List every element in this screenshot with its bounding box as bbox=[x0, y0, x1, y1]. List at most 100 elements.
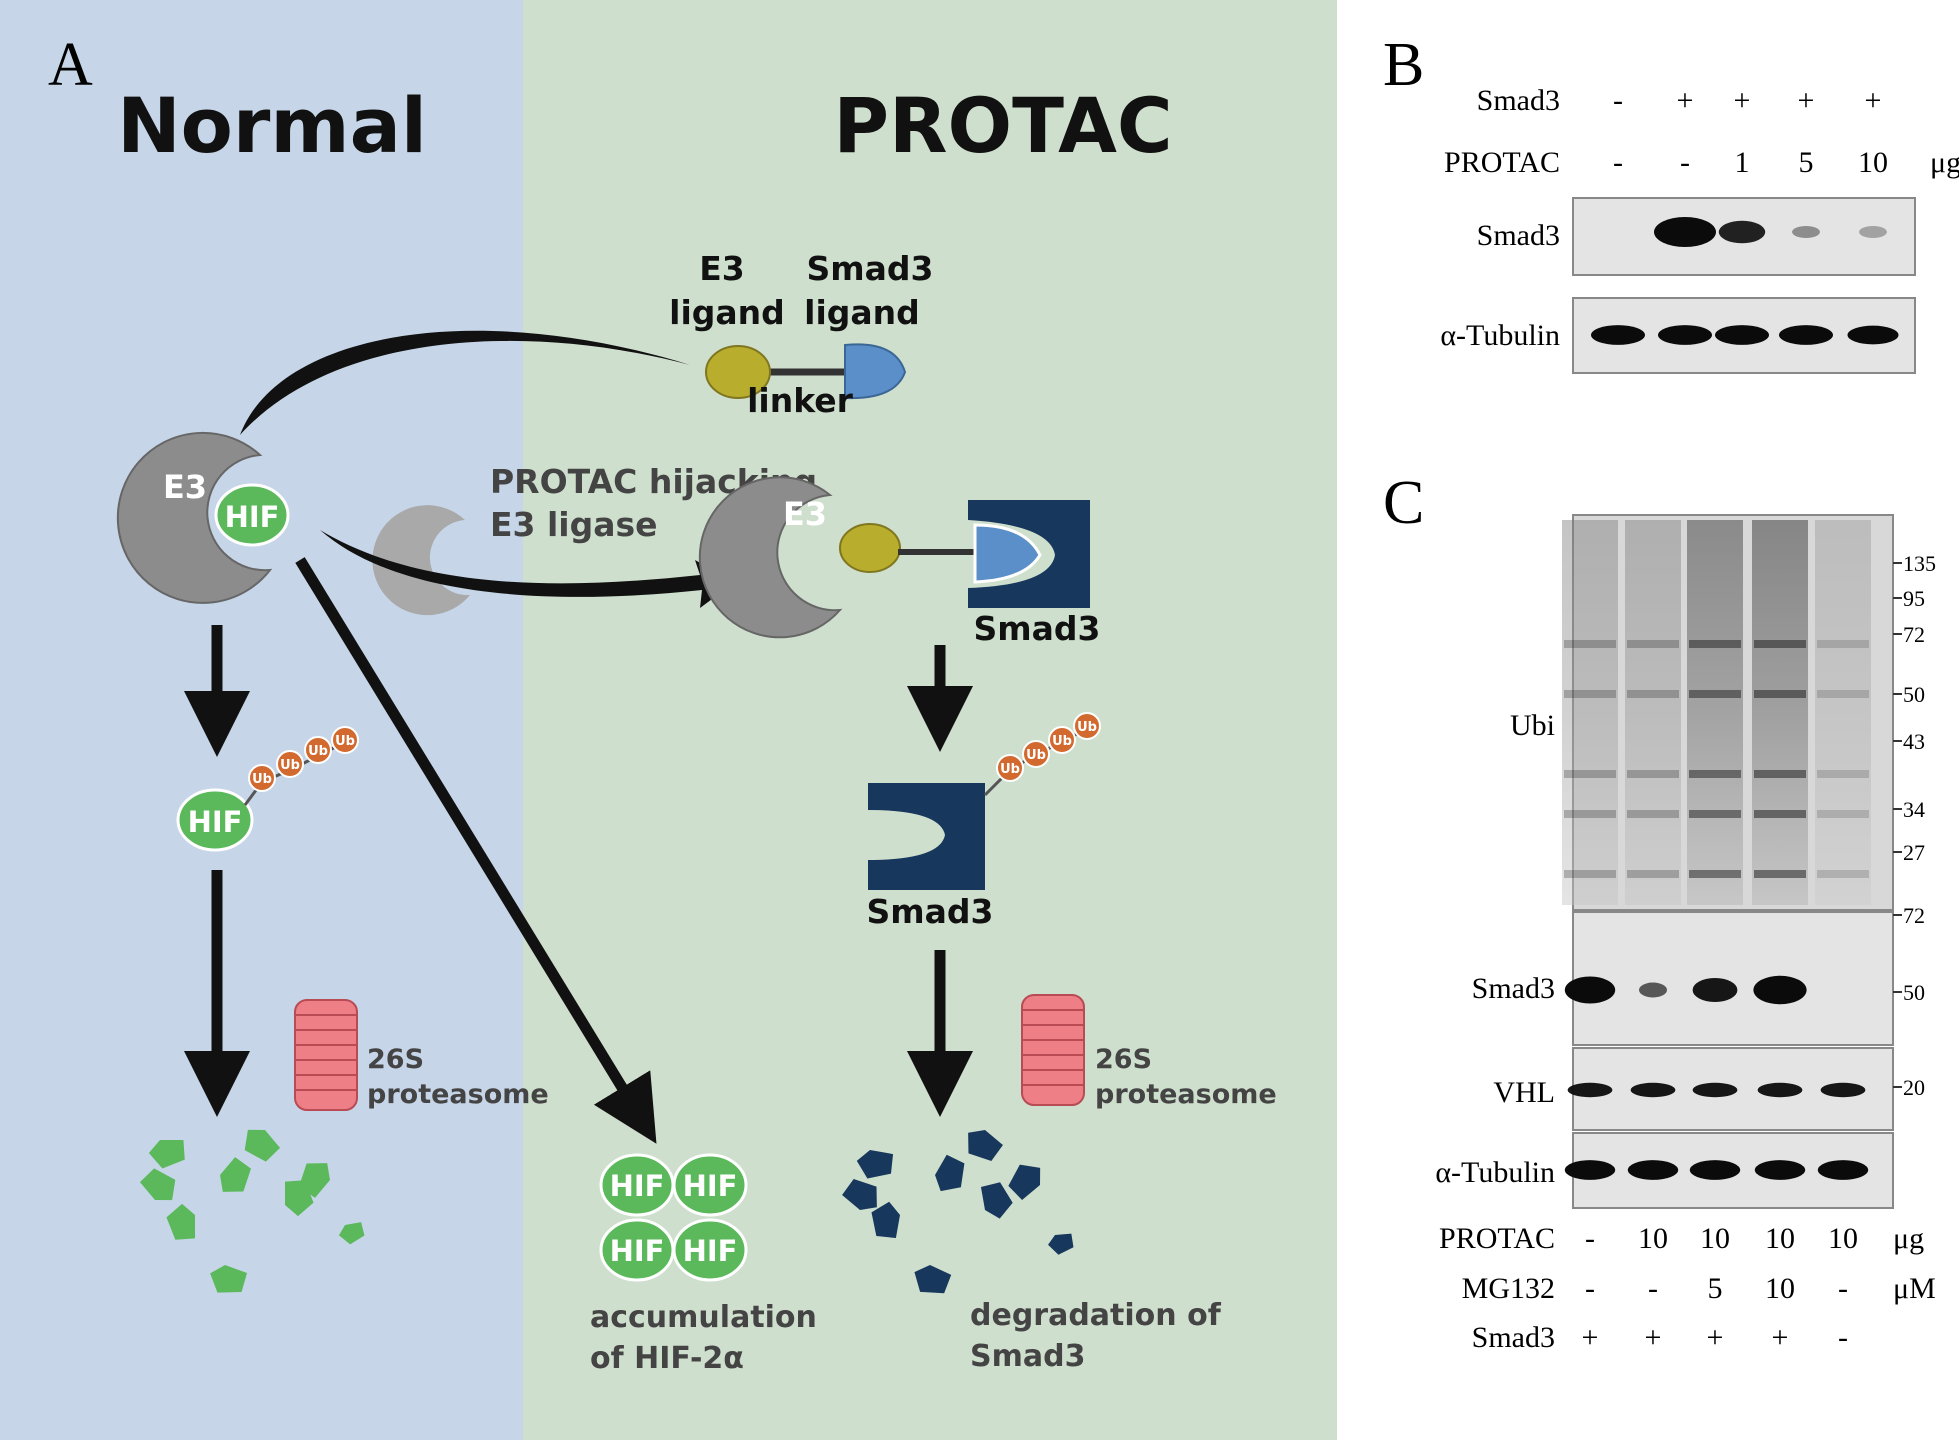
smad3-ligand-label-line1: Smad3 bbox=[806, 249, 933, 288]
ubi-band-lane-5-4 bbox=[1817, 810, 1869, 818]
normal-background bbox=[0, 0, 523, 1440]
c-cond-2-lane-4: + bbox=[1772, 1321, 1789, 1354]
proteasome-normal-line1: 26S bbox=[367, 1044, 424, 1075]
c-smad3-band-lane-3 bbox=[1692, 978, 1738, 1002]
ubi-marker-50: 50 bbox=[1903, 682, 1925, 707]
ubi-band-lane-1-2 bbox=[1564, 690, 1616, 698]
c-cond-0-lane-3: 10 bbox=[1700, 1222, 1730, 1255]
ubi-band-lane-5-5 bbox=[1817, 870, 1869, 878]
smad3-marker-50: 50 bbox=[1903, 980, 1925, 1005]
c-cond-1-lane-2: - bbox=[1648, 1272, 1658, 1305]
smad3-ubiquitinated bbox=[868, 783, 985, 890]
ubi-smear-lane-4 bbox=[1752, 520, 1808, 905]
ubi-marker-135: 135 bbox=[1903, 551, 1936, 576]
ubi-band-lane-4-1 bbox=[1754, 640, 1806, 648]
ubi-band-lane-2-4 bbox=[1627, 810, 1679, 818]
ubi-band-lane-4-2 bbox=[1754, 690, 1806, 698]
c-cond-0-lane-1: - bbox=[1585, 1222, 1595, 1255]
smad3-ligand-complex bbox=[973, 523, 1042, 584]
b-tubulin-band-lane-2 bbox=[1658, 325, 1712, 345]
b-cond-1-lane-3: 1 bbox=[1735, 146, 1750, 179]
c-cond-1-unit: μM bbox=[1893, 1272, 1936, 1305]
smad3-ligand-label-line2: ligand bbox=[804, 293, 920, 332]
ubi-marker-72: 72 bbox=[1903, 622, 1925, 647]
smad3-complex bbox=[968, 500, 1090, 608]
ubi-band-lane-2-1 bbox=[1627, 640, 1679, 648]
accumulation-arrow bbox=[295, 557, 657, 1144]
ub-bead-7 bbox=[1048, 726, 1076, 754]
b-cond-label-0: Smad3 bbox=[1477, 84, 1560, 117]
b-blot-tubulin-bands bbox=[1591, 325, 1899, 345]
ub-label-8: Ub bbox=[1077, 720, 1097, 735]
c-blot-tubulin-bands bbox=[1564, 1160, 1869, 1180]
c-cond-2-lane-3: + bbox=[1707, 1321, 1724, 1354]
c-cond-0-lane-5: 10 bbox=[1828, 1222, 1858, 1255]
panel-a-letter: A bbox=[48, 31, 93, 99]
c-blot-label-ubi: Ubi bbox=[1510, 709, 1555, 742]
e3-ligase-normal bbox=[116, 431, 273, 604]
ubi-band-lane-4-4 bbox=[1754, 810, 1806, 818]
b-cond-0-values: - + + + + bbox=[1613, 84, 1881, 117]
hif-accumulated-4 bbox=[672, 1218, 748, 1282]
c-cond-1-lane-3: 5 bbox=[1708, 1272, 1723, 1305]
hijacked-e3-icon bbox=[372, 505, 470, 616]
ub-label-5: Ub bbox=[1000, 762, 1020, 777]
ub-bead-5 bbox=[996, 754, 1024, 782]
smad3-label-ubiquitinated: Smad3 bbox=[866, 892, 993, 931]
hif-accumulated-label-2: HIF bbox=[683, 1169, 738, 1203]
c-blot-ubi-markers: 135 95 72 50 43 34 27 bbox=[1893, 551, 1936, 865]
hif-accumulated-2 bbox=[672, 1153, 748, 1217]
ubi-band-lane-2-2 bbox=[1627, 690, 1679, 698]
ub-bead-2 bbox=[276, 750, 304, 778]
protac-title: PROTAC bbox=[833, 81, 1172, 170]
ub-label-6: Ub bbox=[1026, 748, 1046, 763]
b-cond-1-lane-4: 5 bbox=[1799, 146, 1814, 179]
e3-label-protac: E3 bbox=[783, 495, 827, 533]
c-blot-ubi-lanes bbox=[1562, 520, 1871, 905]
b-cond-1-lane-1: - bbox=[1613, 146, 1623, 179]
ubi-band-lane-5-1 bbox=[1817, 640, 1869, 648]
ub-label-1: Ub bbox=[252, 772, 272, 787]
normal-title: Normal bbox=[117, 81, 427, 170]
b-blot-label-tubulin: α-Tubulin bbox=[1440, 319, 1560, 352]
b-cond-0-lane-2: + bbox=[1677, 84, 1694, 117]
c-cond-1-values: - - 5 10 - bbox=[1585, 1272, 1848, 1305]
c-cond-0-lane-2: 10 bbox=[1638, 1222, 1668, 1255]
b-cond-0-lane-1: - bbox=[1613, 84, 1623, 117]
vhl-marker-20: 20 bbox=[1903, 1075, 1925, 1100]
panel-b-letter: B bbox=[1383, 31, 1424, 99]
proteasome-protac bbox=[1021, 994, 1085, 1106]
ubi-band-lane-1-1 bbox=[1564, 640, 1616, 648]
ubi-band-lane-3-1 bbox=[1689, 640, 1741, 648]
ub-label-4: Ub bbox=[335, 734, 355, 749]
c-blot-smad3-markers: 72 50 bbox=[1893, 903, 1925, 1005]
c-blot-smad3-bands bbox=[1564, 975, 1807, 1005]
ub-chain-normal: Ub Ub Ub Ub bbox=[248, 726, 359, 792]
e3-label-normal: E3 bbox=[163, 468, 207, 506]
ub-chain-protac: Ub Ub Ub Ub bbox=[996, 712, 1101, 782]
b-cond-0-lane-3: + bbox=[1734, 84, 1751, 117]
b-cond-1-lane-2: - bbox=[1680, 146, 1690, 179]
panel-c-letter: C bbox=[1383, 469, 1424, 537]
c-vhl-band-lane-1 bbox=[1567, 1082, 1613, 1098]
ub-bead-4 bbox=[331, 726, 359, 754]
c-cond-2-lane-2: + bbox=[1645, 1321, 1662, 1354]
c-blot-smad3-membrane bbox=[1572, 911, 1894, 1046]
b-tubulin-band-lane-3 bbox=[1715, 325, 1769, 345]
smad3-label-complex: Smad3 bbox=[973, 609, 1100, 648]
b-smad3-band-lane-5 bbox=[1859, 226, 1887, 238]
ub-bead-8 bbox=[1073, 712, 1101, 740]
c-tubulin-band-lane-2 bbox=[1627, 1160, 1679, 1180]
c-blot-label-smad3: Smad3 bbox=[1472, 972, 1555, 1005]
hif-label-normal: HIF bbox=[225, 500, 280, 534]
ubi-band-lane-4-3 bbox=[1754, 770, 1806, 778]
b-tubulin-band-lane-1 bbox=[1591, 325, 1645, 345]
c-cond-label-0: PROTAC bbox=[1439, 1222, 1555, 1255]
c-smad3-band-lane-1 bbox=[1564, 976, 1616, 1004]
c-blot-vhl-bands bbox=[1567, 1082, 1866, 1098]
proteasome-protac-line2: proteasome bbox=[1095, 1079, 1277, 1110]
proteasome-normal-line2: proteasome bbox=[367, 1079, 549, 1110]
c-tubulin-band-lane-5 bbox=[1817, 1160, 1869, 1180]
panel-c: C Ubi 135 95 72 50 43 34 27 Smad3 72 bbox=[1383, 469, 1936, 1354]
